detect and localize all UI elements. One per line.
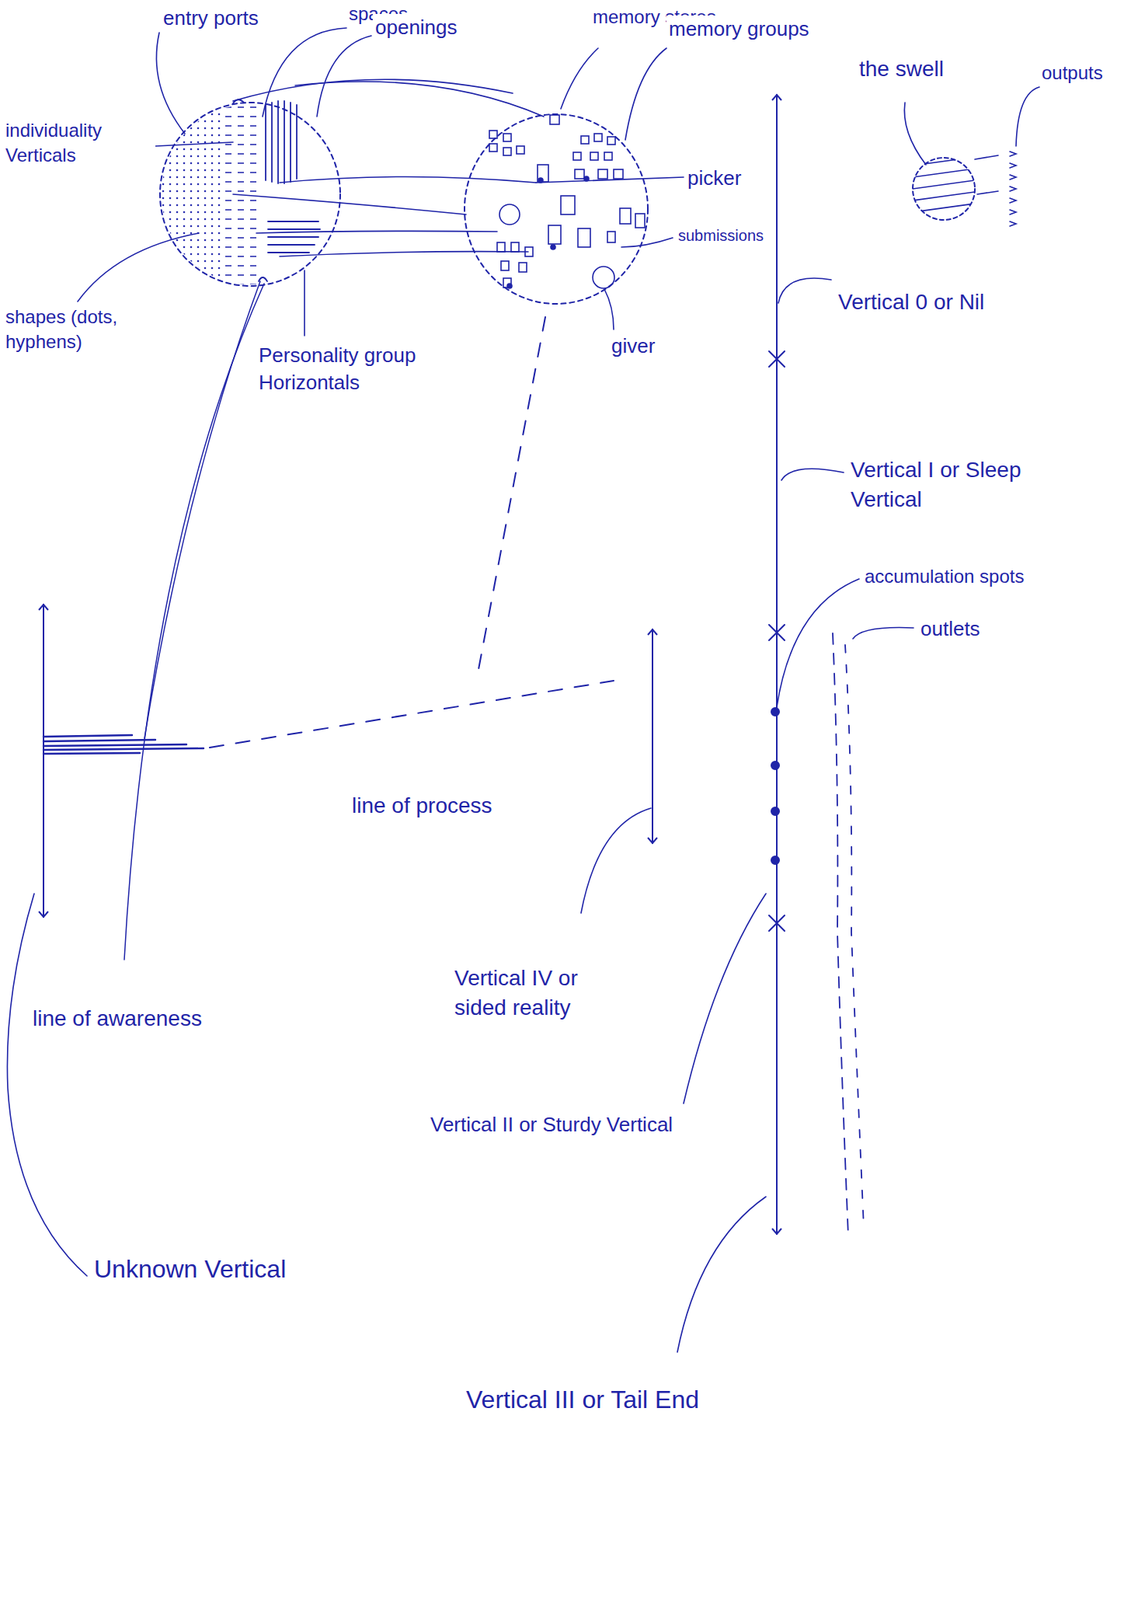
label: Vertical 0 or Nil [835,287,987,317]
label: entry ports [160,4,261,32]
label: Unknown Vertical [91,1252,289,1286]
label: outlets [918,615,983,643]
label: Vertical I or Sleep Vertical [848,455,1032,515]
label: Vertical IV or sided reality [452,963,636,1023]
label: Personality group Horizontals [256,341,463,397]
label: giver [609,332,658,360]
label: line of awareness [30,1003,205,1034]
label: the swell [856,54,947,84]
label: submissions [675,225,766,247]
label: openings [372,13,460,42]
label: picker [685,164,744,192]
label: Vertical II or Sturdy Vertical [428,1110,676,1138]
label: outputs [1039,60,1106,86]
label: individuality Verticals [3,118,156,169]
label: accumulation spots [862,563,1027,589]
label: Vertical III or Tail End [463,1382,702,1417]
label: shapes (dots, hyphens) [3,304,156,355]
label: memory groups [666,15,812,43]
label: line of process [349,790,495,821]
